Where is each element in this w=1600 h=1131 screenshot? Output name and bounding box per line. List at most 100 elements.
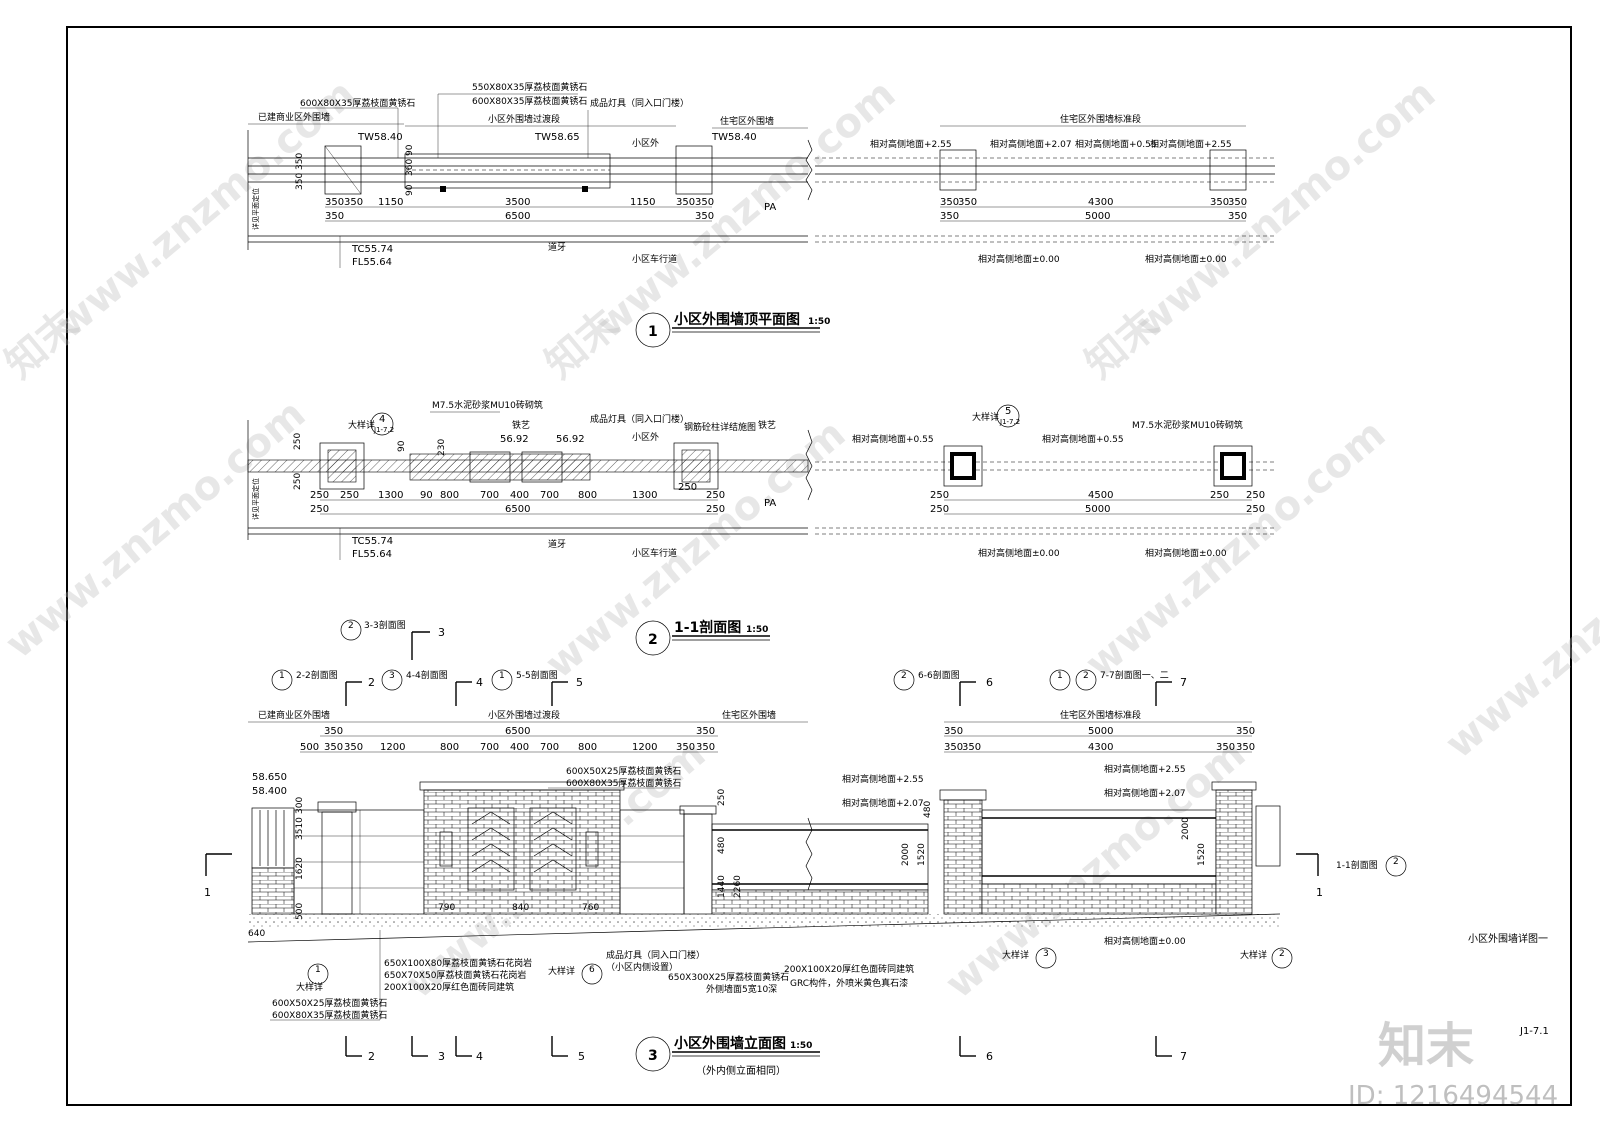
elev-e350k: 350 [1216, 742, 1235, 753]
elev-e350h: 350 [1236, 726, 1255, 737]
plan-view: 详见平面定位 已建商业区外围墙 600X80X35厚荔枝面黄锈石 550X80X… [247, 81, 1275, 348]
plan-d350d: 350 [695, 197, 714, 208]
elev-st2: 600X80X35厚荔枝面黄锈石 [566, 777, 681, 789]
plan-standard-label: 住宅区外围墙标准段 [1060, 113, 1141, 125]
section-col: 钢筋砼柱详结施图 [684, 421, 756, 433]
section-s250f: 250 [930, 490, 949, 501]
elev-e350d: 350 [344, 742, 363, 753]
plan-tw3: TW58.40 [711, 132, 757, 143]
elev-detail1: 大样详 [296, 981, 323, 993]
section-sv4: 250 [293, 473, 303, 490]
section-mortar1: M7.5水泥砂浆MU10砖砌筑 [432, 399, 543, 411]
elev-cut-ref: 2 [1393, 857, 1399, 867]
section-road: 小区车行道 [632, 547, 677, 559]
elev-ev480: 480 [717, 837, 727, 854]
plan-d350-right: 350 [695, 211, 714, 222]
elev-callout-num7: 2 [1083, 671, 1089, 681]
elev-rel1: 相对高侧地面+2.55 [842, 773, 924, 785]
elev-ev480b: 480 [923, 801, 933, 818]
section-s1300a: 1300 [378, 490, 403, 501]
section-s250e: 250 [310, 504, 329, 515]
section-s250-left2: 250 [930, 504, 949, 515]
section-s4500: 4500 [1088, 490, 1113, 501]
elevation-subtitle: （外内侧立面相同） [696, 1064, 786, 1077]
section-s250a: 250 [310, 490, 329, 501]
elev-st1: 600X50X25厚荔枝面黄锈石 [566, 765, 681, 777]
plan-existing-wall-label: 已建商业区外围墙 [258, 111, 330, 123]
section-s5000: 5000 [1085, 504, 1110, 515]
elev-ev1520a: 1520 [917, 843, 927, 866]
elev-mark-2: 2 [368, 676, 375, 689]
section-e1: 56.92 [500, 434, 529, 445]
elev-n6: 650X300X25厚荔枝面黄锈石 [668, 971, 789, 983]
watermark-id: ID: 1216494544 [1348, 1081, 1558, 1111]
plan-lamp-label: 成品灯具（同入口门楼） [590, 97, 689, 109]
section-s800b: 800 [578, 490, 597, 501]
section-s700a: 700 [480, 490, 499, 501]
elev-sec55: 5-5剖面图 [516, 669, 558, 681]
elev-e350e: 350 [676, 742, 695, 753]
section-iron: 铁艺 [512, 419, 530, 431]
plan-pa: PA [764, 202, 776, 213]
section-d5: 5 [1005, 406, 1011, 417]
elev-n9: GRC构件，外喷米黄色真石漆 [790, 977, 908, 989]
plan-d350i: 350 [940, 211, 959, 222]
elev-h760: 760 [582, 903, 599, 913]
elev-e1200b: 1200 [632, 742, 657, 753]
elev-callout-num4: 1 [499, 671, 505, 681]
elev-e800b: 800 [578, 742, 597, 753]
elev-n5: 600X80X35厚荔枝面黄锈石 [272, 1009, 387, 1021]
watermark-url: www.znzmo.com [1127, 71, 1444, 348]
plan-tw1: TW58.40 [357, 132, 403, 143]
sheet-border [66, 26, 1572, 1106]
plan-d350h: 350 [1228, 197, 1247, 208]
elev-detail-num2: 6 [589, 965, 595, 975]
elev-ev2260: 2260 [733, 875, 743, 898]
section-s90: 90 [420, 490, 433, 501]
plan-tw2: TW58.65 [534, 132, 580, 143]
elev-existing-label: 已建商业区外围墙 [258, 709, 330, 721]
plan-title: 小区外围墙顶平面图 [674, 311, 800, 328]
elev-ev2000a: 2000 [901, 843, 911, 866]
elev-e350g: 350 [944, 726, 963, 737]
elev-lamp: 成品灯具（同入口门楼） [606, 949, 705, 961]
plan-side-label: 详见平面定位 [251, 188, 260, 230]
elev-mark-3: 3 [438, 626, 445, 639]
elev-e2: 58.400 [252, 786, 287, 797]
plan-stone2-label: 550X80X35厚荔枝面黄锈石 [472, 81, 587, 93]
elevation-view: 2 3-3剖面图 3 1 2-2剖面图 2 3 4-4剖面图 4 1 5-5剖面… [204, 619, 1407, 1077]
elev-sec66: 6-6剖面图 [918, 669, 960, 681]
elev-detail-num4: 2 [1279, 949, 1285, 959]
elev-standard-label: 住宅区外围墙标准段 [1060, 709, 1141, 721]
elev-bmark-6: 6 [986, 1050, 993, 1063]
plan-curb: 道牙 [548, 241, 566, 253]
sheet-code: J1-7.1 [1519, 1026, 1549, 1037]
elev-callout-num: 2 [348, 621, 354, 631]
plan-v1: 350 [295, 173, 305, 190]
elev-mark-6: 6 [986, 676, 993, 689]
plan-rel0b: 相对高侧地面±0.00 [1145, 253, 1227, 265]
section-s250i: 250 [1246, 504, 1265, 515]
elev-h790: 790 [438, 903, 455, 913]
plan-d350g: 350 [1210, 197, 1229, 208]
elev-e350a: 350 [324, 726, 343, 737]
section-iron2: 铁艺 [758, 419, 776, 431]
watermark-url: www.znzmo.com [587, 71, 904, 348]
elev-ev250: 250 [717, 789, 727, 806]
section-d4ref: J1-7.2 [373, 426, 394, 434]
sheet-label: 小区外围墙详图一 [1468, 932, 1548, 945]
elev-e700a: 700 [480, 742, 499, 753]
plan-index: 1 [648, 324, 658, 340]
elev-bmark-5: 5 [578, 1050, 585, 1063]
section-lamp: 成品灯具（同入口门楼） [590, 413, 689, 425]
elev-e350f: 350 [696, 742, 715, 753]
elev-mark-7: 7 [1180, 676, 1187, 689]
elev-sec44: 4-4剖面图 [406, 669, 448, 681]
plan-d3500: 3500 [505, 197, 530, 208]
section-d4: 4 [379, 414, 385, 425]
section-s250d: 250 [706, 490, 725, 501]
plan-d350e: 350 [940, 197, 959, 208]
elev-evl1: 300 [295, 797, 305, 814]
plan-scale: 1:50 [808, 317, 830, 327]
elev-lamp2: （小区内侧设置） [606, 961, 678, 973]
